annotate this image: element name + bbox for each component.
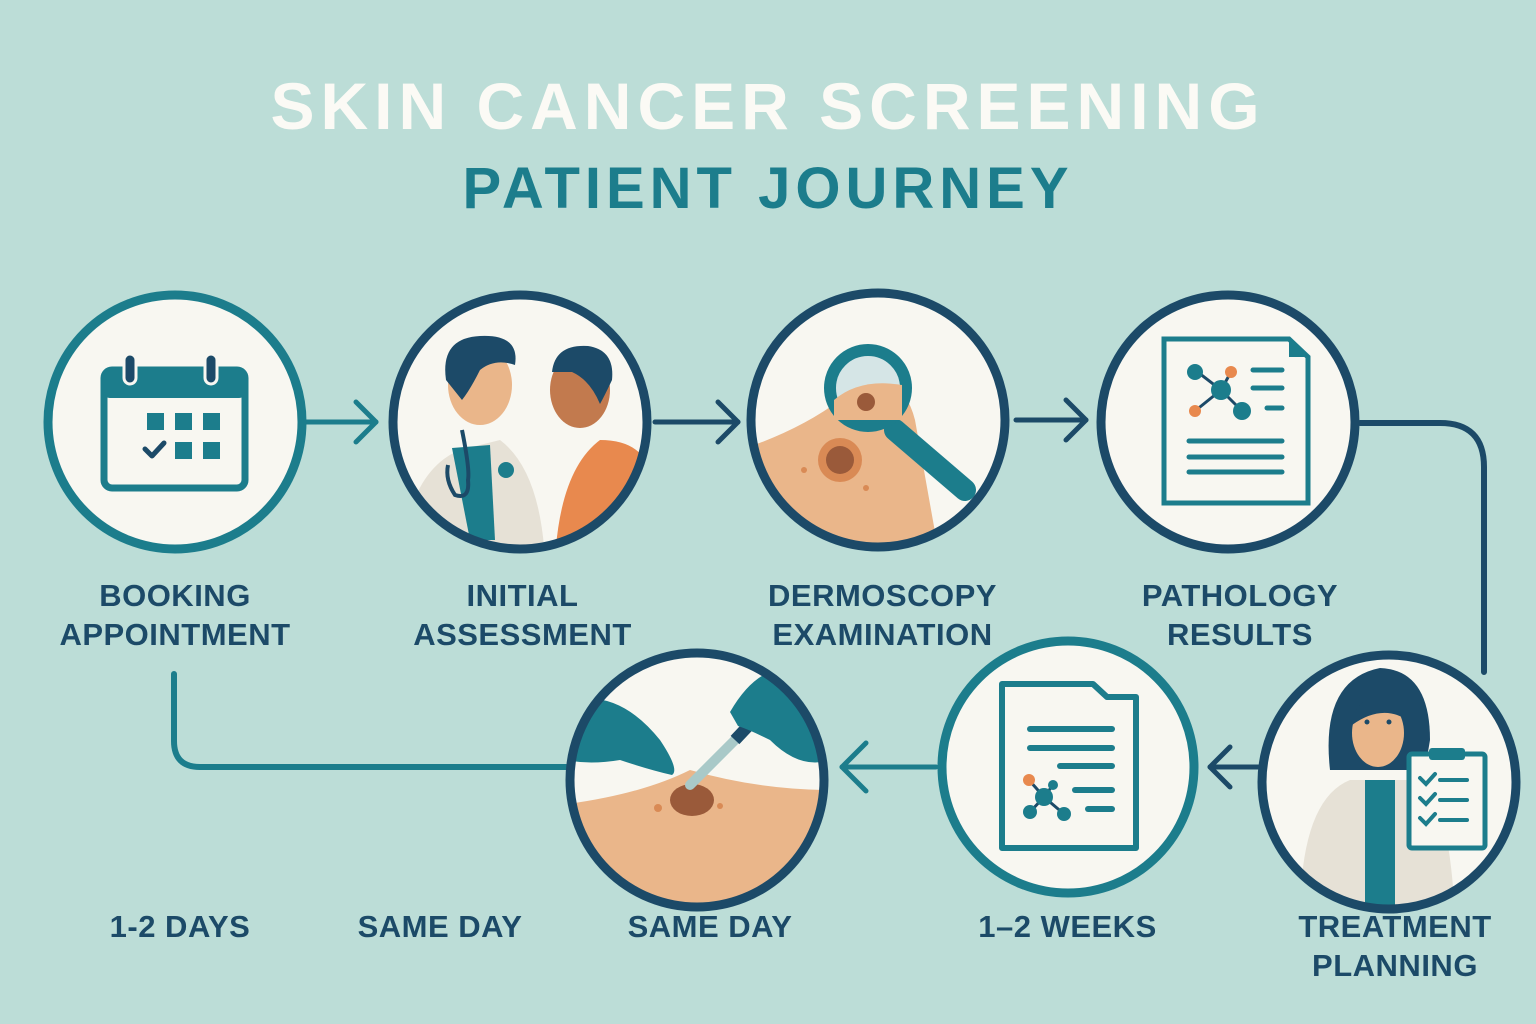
arrow-treatment-to-report [1207,744,1265,790]
step-circle-assessment [388,290,652,554]
step-circle-biopsy [565,648,829,912]
duration-label: SAME DAY [627,909,793,944]
duration-label: 1-2 DAYS [109,909,251,944]
report-document-icon [1161,336,1311,506]
step-label-treatment: TREATMENT PLANNING [1275,907,1515,985]
step-label-line: APPOINTMENT [59,617,291,652]
step-circle-dermoscopy [746,288,1010,552]
connector-arrows [171,397,1487,794]
connector-biopsy-to-booking [171,671,569,770]
step-circle-report [937,636,1199,898]
step-circle-booking [43,290,307,554]
step-label-line: EXAMINATION [772,617,993,652]
lab-report-icon [999,681,1139,851]
arrow-report-to-biopsy [839,740,939,794]
step-label-line: PATHOLOGY [1141,578,1339,613]
duration-label: SAME DAY [357,909,523,944]
step-label-booking: BOOKING APPOINTMENT [40,576,310,654]
step-label-line: INITIAL [466,578,579,613]
connector-pathology-to-treatment [1357,420,1487,675]
subtitle: PATIENT JOURNEY [462,156,1074,221]
step-circle-pathology [1096,290,1360,554]
step-label-line: BOOKING [99,578,251,613]
arrow-booking-to-assessment [299,399,379,445]
step-label-line: TREATMENT [1298,909,1492,944]
step-circle-treatment [1257,650,1521,914]
step-label-dermoscopy: DERMOSCOPY EXAMINATION [745,576,1020,654]
duration-label: 1–2 WEEKS [978,909,1157,944]
main-title: SKIN CANCER SCREENING [270,69,1266,143]
step-label-line: ASSESSMENT [413,617,632,652]
calendar-icon [100,352,249,492]
arrow-assessment-to-dermoscopy [652,399,741,445]
arrow-dermoscopy-to-pathology [1013,397,1089,443]
step-label-line: RESULTS [1167,617,1313,652]
step-label-line: DERMOSCOPY [768,578,997,613]
step-label-assessment: INITIAL ASSESSMENT [390,576,655,654]
doctor-clipboard-icon [1300,668,1488,909]
step-label-line: PLANNING [1312,948,1478,983]
step-label-pathology: PATHOLOGY RESULTS [1110,576,1370,654]
